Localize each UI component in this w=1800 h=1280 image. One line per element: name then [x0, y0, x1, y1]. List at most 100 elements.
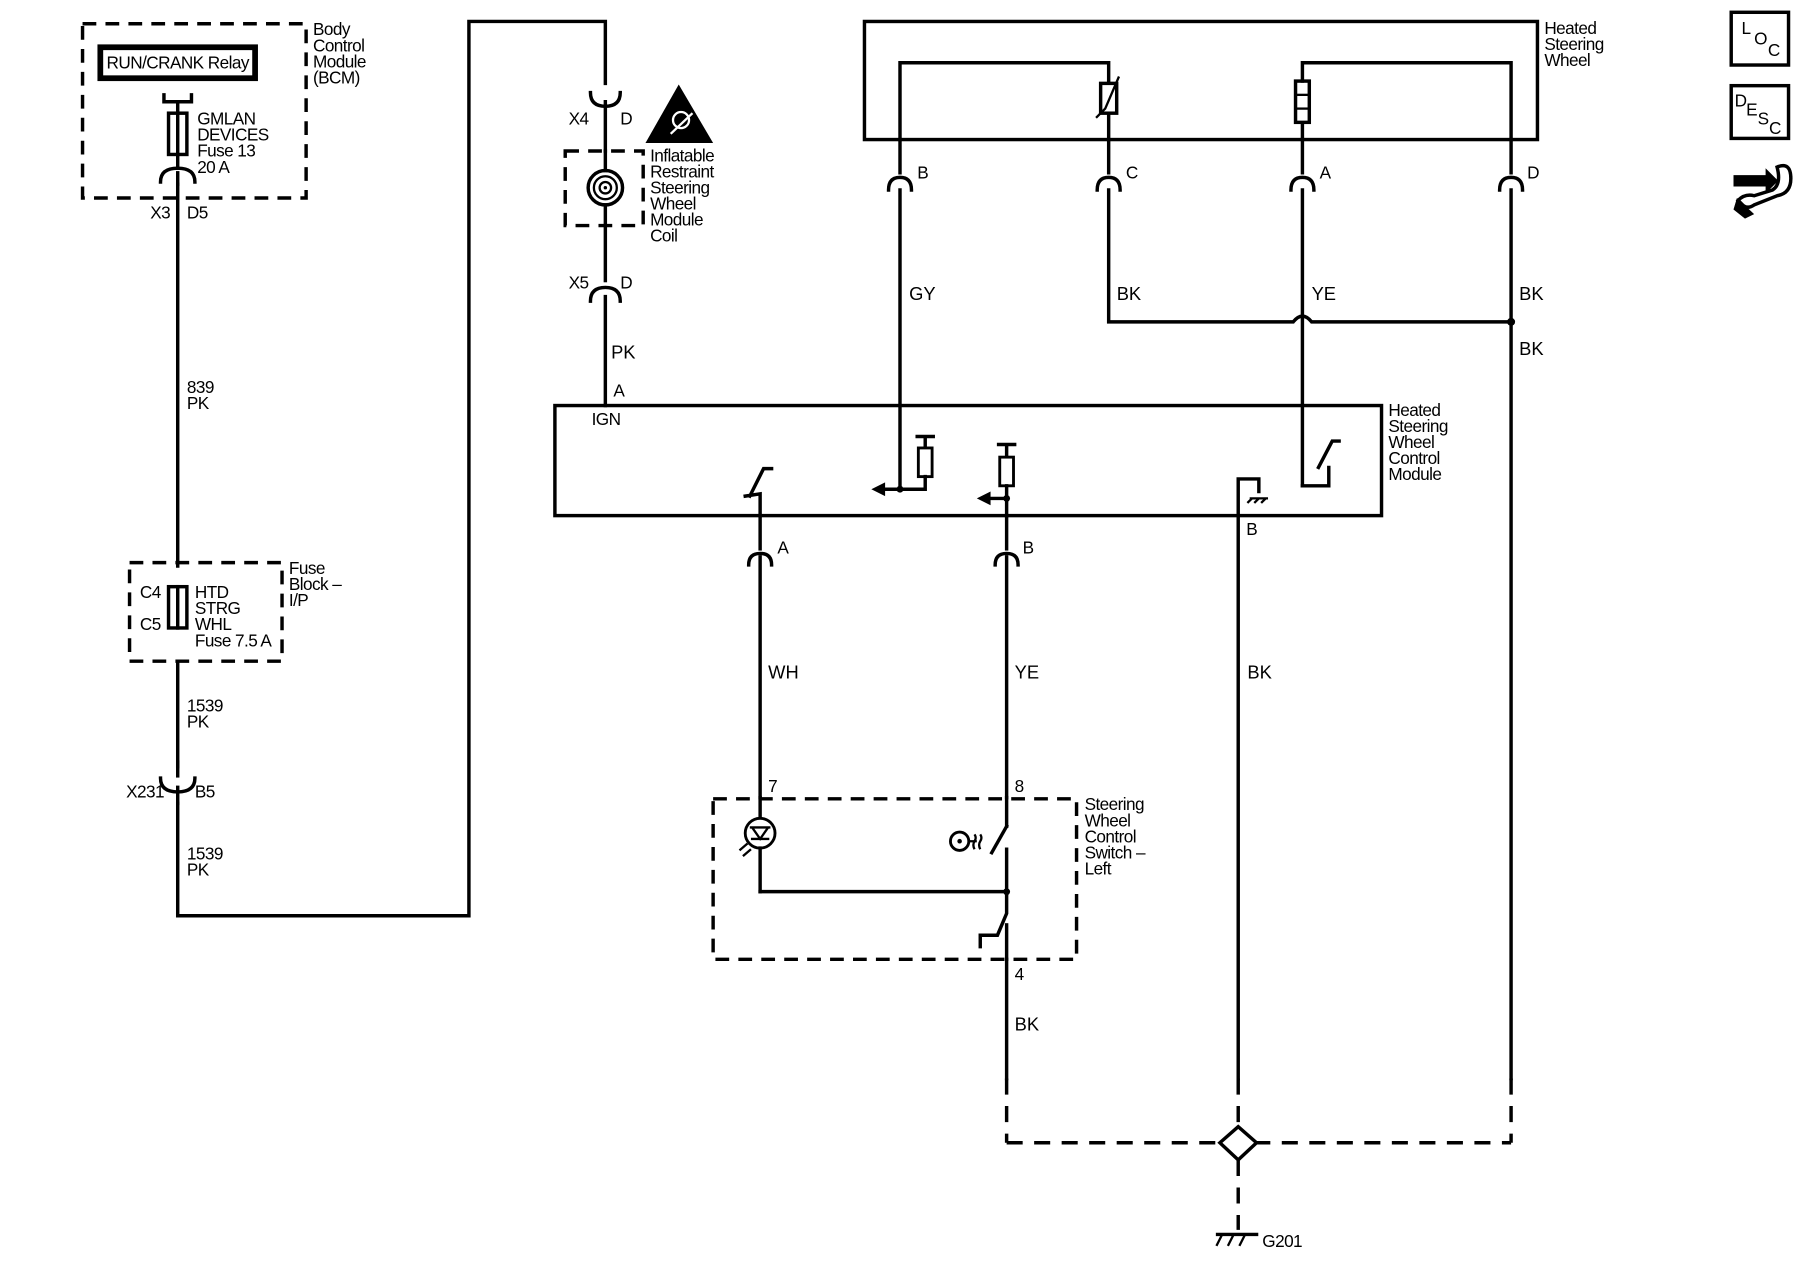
wire-1539-upper-circuit: 1539: [187, 696, 223, 716]
hswcm-ign-terminal: IGN: [592, 409, 621, 429]
connector-x4-name: X4: [569, 109, 590, 129]
coil-label-6: Coil: [650, 226, 677, 246]
hsw-label-2: Steering: [1544, 34, 1603, 54]
hswcm-connectors: [746, 513, 1020, 567]
fuse-block-label-1: Fuse: [289, 558, 325, 578]
hswcm-pin-b: B: [1023, 537, 1034, 557]
wire-bk-d-label: BK: [1519, 283, 1544, 304]
wire-ign-pin: A: [613, 380, 625, 400]
wire-wh-label: WH: [768, 661, 799, 682]
desc-letter-c: C: [1769, 118, 1781, 138]
heater-element-icon: [1293, 79, 1312, 125]
bcm-label-3: Module: [313, 51, 366, 71]
coil-label-1: Inflatable: [650, 145, 714, 165]
arrow-wrench-icon[interactable]: [1733, 163, 1793, 219]
switch-pin-7: 7: [768, 776, 777, 796]
fuse-13-line-1: GMLAN: [197, 109, 255, 129]
wire-ye-a-label: YE: [1312, 283, 1336, 304]
loc-icon[interactable]: L O C: [1729, 10, 1791, 67]
wire-839-color: PK: [187, 393, 210, 413]
loc-letter-l: L: [1742, 18, 1751, 38]
airbag-warning-icon: [645, 84, 714, 143]
run-crank-relay: RUN/CRANK Relay: [97, 44, 258, 82]
hswcm-pin-a: A: [777, 537, 789, 557]
fuse-block-pin-c4: C4: [140, 582, 162, 602]
wire-bk-d2-label: BK: [1519, 338, 1544, 359]
connector-x231-pin: B5: [195, 782, 215, 802]
connector-x5-name: X5: [569, 273, 589, 293]
heated-steering-wheel: [862, 19, 1540, 142]
wire-bk-c-label: BK: [1117, 283, 1142, 304]
fuse-block-label-2: Block –: [289, 574, 342, 594]
ground-bus: [1004, 1078, 1513, 1247]
hsw-label-3: Wheel: [1544, 50, 1590, 70]
switch-label-4: Switch –: [1085, 842, 1146, 862]
wire-gy-label: GY: [909, 283, 935, 304]
hsw-pin-d: D: [1527, 163, 1539, 183]
hswcm-label-3: Wheel: [1388, 432, 1434, 452]
fuse-13-line-2: DEVICES: [197, 125, 269, 145]
connector-x4-pin: D: [620, 109, 632, 129]
steering-wheel-coil: [563, 149, 645, 228]
hswcm-label-4: Control: [1388, 448, 1439, 468]
fuse-htd-line-1: HTD: [195, 582, 229, 602]
heated-steering-wheel-control-module: IGN: [553, 403, 1384, 518]
wire-ign-color: PK: [611, 342, 636, 363]
hswcm-label-5: Module: [1388, 464, 1441, 484]
desc-letter-s: S: [1758, 109, 1769, 129]
fuse-htd-line-3: WHL: [195, 614, 231, 634]
hswcm-label-1: Heated: [1388, 400, 1440, 420]
fuse-13-line-3: Fuse 13: [197, 141, 255, 161]
loc-letter-c: C: [1768, 40, 1780, 60]
wire-1539-upper-color: PK: [187, 712, 210, 732]
hsw-pin-a: A: [1320, 163, 1332, 183]
switch-label-5: Left: [1085, 858, 1112, 878]
bcm-pin-d5: D5: [187, 203, 208, 223]
connector-x231: [158, 760, 197, 806]
wire-bk-c: [1106, 188, 1513, 324]
wire-1539-lower: [175, 19, 608, 918]
desc-letter-e: E: [1746, 99, 1757, 119]
bcm-label-1: Body: [313, 19, 351, 39]
switch-label-3: Control: [1085, 826, 1136, 846]
wire-bk-switch-label: BK: [1015, 1013, 1040, 1034]
coil-label-3: Steering: [650, 177, 709, 197]
hsw-connectors: [886, 137, 1525, 192]
coil-label-4: Wheel: [650, 193, 696, 213]
connector-x5-pin: D: [620, 273, 632, 293]
hswcm-pin-gnd: B: [1246, 519, 1257, 539]
fuse-13-line-4: 20 A: [197, 157, 230, 177]
hsw-label-1: Heated: [1544, 18, 1596, 38]
wire-1539-lower-color: PK: [187, 860, 210, 880]
heated-wheel-button-icon: [949, 830, 983, 852]
connector-x231-name: X231: [126, 782, 164, 802]
wire-1539-lower-circuit: 1539: [187, 844, 223, 864]
ground-symbol-icon: [1215, 1233, 1247, 1247]
splice-pack-icon: [1217, 1124, 1260, 1163]
bcm-label-2: Control: [313, 35, 364, 55]
ground-g201: G201: [1262, 1231, 1302, 1251]
hsw-pin-c: C: [1126, 163, 1138, 183]
switch-label-2: Wheel: [1085, 810, 1131, 830]
wire-ye-b-label: YE: [1015, 661, 1039, 682]
connector-x5: [588, 223, 622, 408]
wire-839-circuit: 839: [187, 377, 214, 397]
switch-pin-4: 4: [1015, 964, 1025, 984]
loc-letter-o: O: [1754, 28, 1767, 48]
desc-letter-d: D: [1735, 90, 1747, 110]
steering-wheel-control-switch: [711, 795, 1079, 962]
bcm-connector-x3: X3: [150, 203, 170, 223]
fuse-htd-line-4: Fuse 7.5 A: [195, 630, 273, 650]
switch-pin-8: 8: [1015, 776, 1024, 796]
body-control-module: Body Control Module (BCM) RUN/CRANK Rela…: [80, 19, 367, 200]
hsw-pin-b: B: [917, 163, 928, 183]
fuse-block-ip: Fuse Block – I/P C4 C5 HTD STRG WHL Fuse…: [127, 558, 343, 663]
desc-icon[interactable]: D E S C: [1729, 83, 1791, 141]
coil-label-5: Module: [650, 210, 703, 230]
fuse-block-label-3: I/P: [289, 590, 308, 610]
run-crank-relay-label: RUN/CRANK Relay: [107, 52, 250, 72]
connector-x4: [588, 90, 622, 153]
fuse-htd-line-2: STRG: [195, 598, 241, 618]
coil-label-2: Restraint: [650, 161, 714, 181]
